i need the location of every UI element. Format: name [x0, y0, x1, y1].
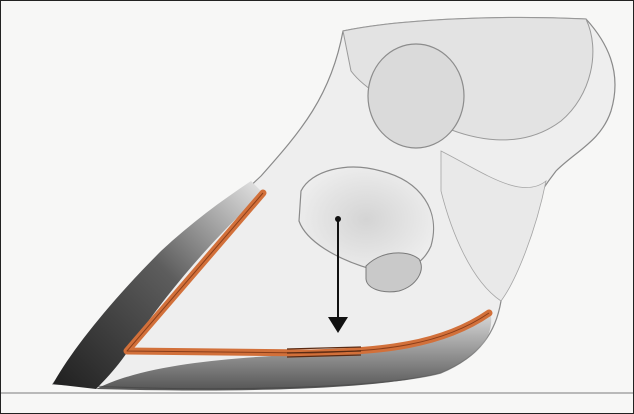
joint-oval — [368, 44, 464, 148]
